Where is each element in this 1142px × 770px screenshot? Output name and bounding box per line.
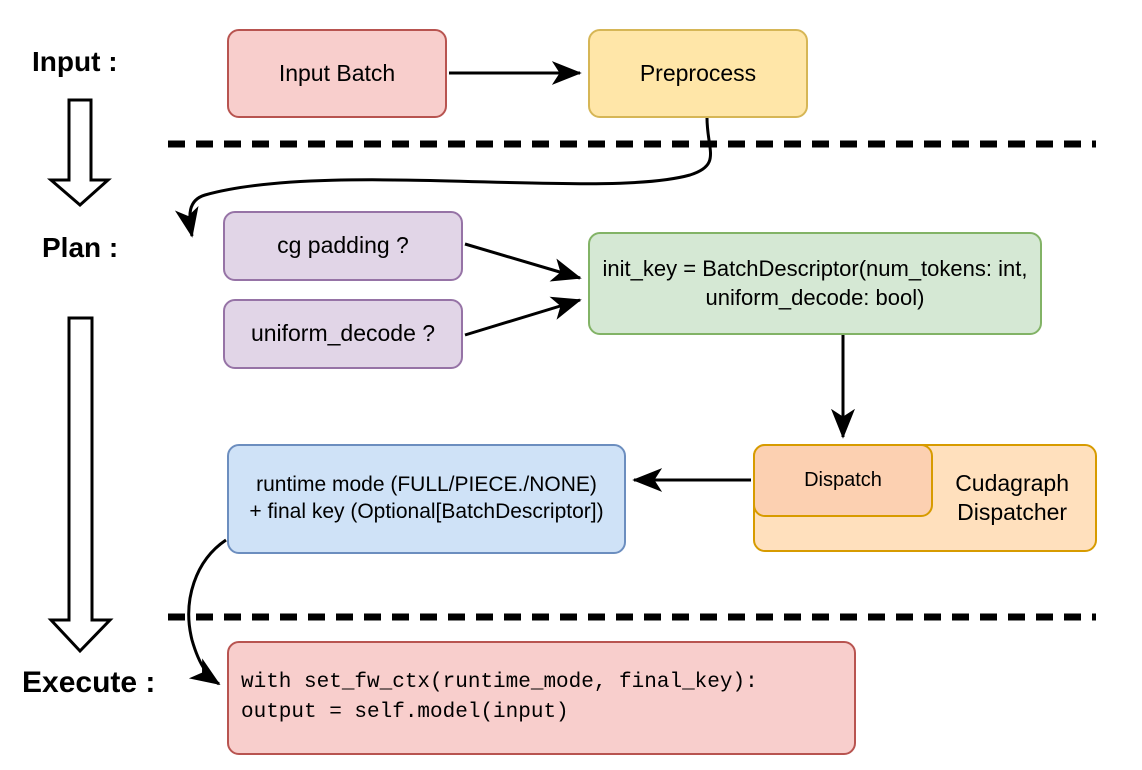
edge-cg-padding-to-init-key <box>464 242 582 282</box>
edge-runtime-mode-to-execute-code <box>187 538 227 686</box>
node-input-batch[interactable]: Input Batch <box>227 29 447 118</box>
stage-label-plan: Plan : <box>42 232 119 263</box>
edge-preprocess-to-cg-padding <box>174 117 712 238</box>
node-execute-code[interactable]: with set_fw_ctx(runtime_mode, final_key)… <box>227 641 856 755</box>
node-preprocess[interactable]: Preprocess <box>588 29 808 118</box>
node-uniform-decode[interactable]: uniform_decode ? <box>223 299 463 369</box>
node-dispatch[interactable]: Dispatch <box>753 444 933 517</box>
node-runtime-mode[interactable]: runtime mode (FULL/PIECE./NONE) + final … <box>227 444 626 554</box>
stage-block-arrow-input-to-plan <box>46 98 112 207</box>
stage-block-arrow-plan-to-execute <box>47 316 114 654</box>
node-init-key[interactable]: init_key = BatchDescriptor(num_tokens: i… <box>588 232 1042 335</box>
node-cg-padding[interactable]: cg padding ? <box>223 211 463 281</box>
stage-label-execute: Execute : <box>22 666 156 699</box>
stage-label-input: Input : <box>32 46 118 77</box>
edge-uniform-decode-to-init-key <box>464 296 582 337</box>
